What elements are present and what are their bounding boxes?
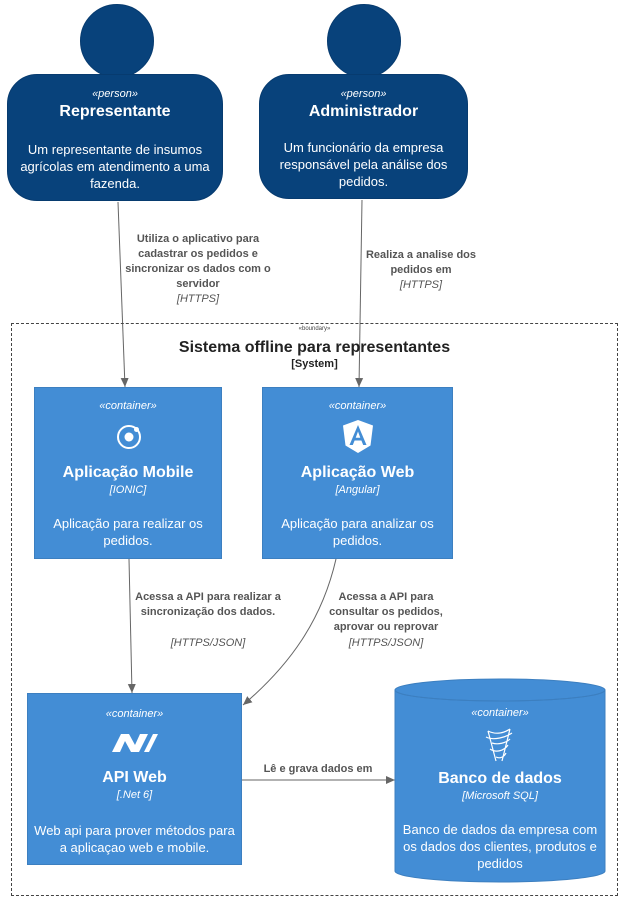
container-name: Aplicação Web xyxy=(300,464,415,481)
container-stereotype: «container» xyxy=(328,400,387,412)
person-representante[interactable]: «person» Representante Um representante … xyxy=(7,74,223,201)
container-stereotype: «container» xyxy=(99,400,157,412)
angular-icon xyxy=(343,420,373,453)
container-stereotype: «container» xyxy=(105,708,164,720)
administrador-head xyxy=(327,4,401,78)
container-aplicacao-mobile[interactable]: «container» Aplicação Mobile [IONIC] Apl… xyxy=(34,387,222,559)
container-tech: [Angular] xyxy=(335,484,380,496)
edge-representante-mobile xyxy=(117,201,129,388)
person-name: Administrador xyxy=(308,103,419,120)
container-description: Aplicação para realizar os pedidos. xyxy=(53,516,203,548)
edge-mobile-api xyxy=(127,558,136,694)
person-name: Representante xyxy=(59,103,171,120)
person-stereotype: «person» xyxy=(340,88,387,100)
container-banco-de-dados[interactable]: «container» Banco de dados [Microsoft SQ… xyxy=(396,697,604,877)
container-name: Banco de dados xyxy=(438,770,562,787)
representante-head xyxy=(80,4,154,78)
relation-label: Realiza a analise dos pedidos em xyxy=(365,249,477,276)
container-name: API Web xyxy=(102,769,167,786)
person-administrador[interactable]: «person» Administrador Um funcionário da… xyxy=(259,74,468,199)
container-tech: [IONIC] xyxy=(109,484,147,496)
edge-web-api xyxy=(242,558,337,706)
system-boundary: «boundary» Sistema offline para represen… xyxy=(11,323,618,896)
container-description: Banco de dados da empresa com os dados d… xyxy=(402,822,598,871)
person-description: Um representante de insumos agrícolas em… xyxy=(20,142,210,191)
container-aplicacao-web[interactable]: «container» Aplicação Web [Angular] Apli… xyxy=(262,387,453,559)
relation-tech: [HTTPS/JSON] xyxy=(348,637,424,649)
dotnet-icon xyxy=(112,734,158,752)
container-description: Aplicação para analizar os pedidos. xyxy=(281,516,434,548)
relation-tech: [HTTPS] xyxy=(399,279,443,291)
relation-tech: [HTTPS/JSON] xyxy=(170,637,246,649)
relation-label: Utiliza o aplicativo para cadastrar os p… xyxy=(125,233,271,290)
boundary-title: Sistema offline para representantes xyxy=(178,339,451,356)
relation-tech: [HTTPS] xyxy=(176,293,220,305)
container-tech: [.Net 6] xyxy=(116,789,153,801)
person-description: Um funcionário da empresa responsável pe… xyxy=(279,140,448,189)
container-stereotype: «container» xyxy=(471,707,529,719)
person-stereotype: «person» xyxy=(92,88,138,100)
container-banco-de-dados-shape xyxy=(394,678,606,883)
container-api-web[interactable]: «container» API Web [.Net 6] Web api par… xyxy=(27,693,242,865)
container-tech: [Microsoft SQL] xyxy=(462,790,538,802)
relation-label: Acessa a API para consultar os pedidos, … xyxy=(329,591,443,633)
sql-server-icon xyxy=(485,728,513,762)
container-description: Web api para prover métodos para a aplic… xyxy=(34,823,235,855)
edge-administrador-web xyxy=(355,199,364,388)
ionic-icon xyxy=(117,425,141,449)
relation-label: Lê e grava dados em xyxy=(263,763,373,775)
container-name: Aplicação Mobile xyxy=(62,464,194,481)
boundary-tag: «boundary» xyxy=(298,326,331,332)
boundary-type: [System] xyxy=(291,358,338,370)
relation-label: Acessa a API para realizar a sincronizaç… xyxy=(135,591,281,618)
